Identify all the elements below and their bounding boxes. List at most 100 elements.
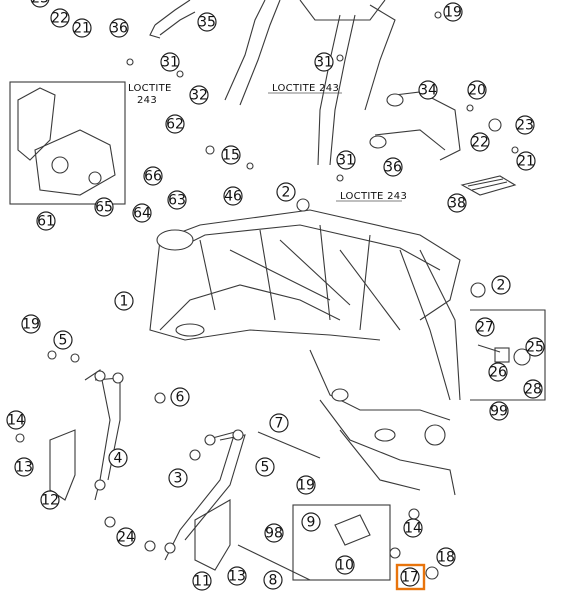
callout-circle <box>227 566 247 586</box>
callout-circle <box>53 330 73 350</box>
callout-21: 21 <box>516 151 536 171</box>
callout-number: 25 <box>526 340 544 356</box>
callout-31: 31 <box>160 52 180 72</box>
callout-3: 3 <box>168 468 188 488</box>
callout-circle <box>109 18 129 38</box>
callout-number: 38 <box>448 196 466 212</box>
callout-15: 15 <box>221 145 241 165</box>
callout-46: 46 <box>223 186 243 206</box>
callout-62: 62 <box>165 114 185 134</box>
callout-circle <box>36 211 56 231</box>
callout-number: 1 <box>120 294 129 310</box>
callout-number: 63 <box>168 193 186 209</box>
callout-36: 36 <box>109 18 129 38</box>
callout-14: 14 <box>403 518 423 538</box>
callout-number: 65 <box>95 200 113 216</box>
callout-circle <box>525 337 545 357</box>
callout-32: 32 <box>189 85 209 105</box>
callout-circle <box>114 291 134 311</box>
callout-27: 27 <box>475 317 495 337</box>
callout-11: 11 <box>192 571 212 591</box>
callout-63: 63 <box>167 190 187 210</box>
callout-number: 21 <box>73 21 91 37</box>
left-footrest-bracket <box>49 369 124 501</box>
callout-number: 11 <box>193 574 211 590</box>
callout-14: 14 <box>6 410 26 430</box>
callout-23: 23 <box>30 0 50 8</box>
callout-24: 24 <box>116 527 136 547</box>
callout-number: 61 <box>37 214 55 230</box>
callout-circle <box>467 80 487 100</box>
callout-circle <box>383 157 403 177</box>
callout-number: 19 <box>444 5 462 21</box>
callout-circle <box>40 490 60 510</box>
callout-circle <box>491 275 511 295</box>
callout-19: 19 <box>296 475 316 495</box>
callout-circle <box>263 570 283 590</box>
callout-number: 19 <box>297 478 315 494</box>
callout-6: 6 <box>170 387 190 407</box>
callout-number: 64 <box>133 206 151 222</box>
right-footrest-bracket <box>164 429 246 571</box>
footpeg-38 <box>460 175 517 196</box>
callout-number: 21 <box>517 154 535 170</box>
callout-circle <box>168 468 188 488</box>
engine-mount-box <box>470 309 546 401</box>
callout-number: 26 <box>489 365 507 381</box>
callout-circle <box>276 182 296 202</box>
callout-number: 31 <box>337 153 355 169</box>
callout-number: 31 <box>161 55 179 71</box>
callout-number: 36 <box>384 160 402 176</box>
callout-circle <box>189 85 209 105</box>
callout-98: 98 <box>264 523 284 543</box>
callout-number: 8 <box>269 573 278 589</box>
callout-99: 99 <box>489 401 509 421</box>
callout-circle <box>264 523 284 543</box>
callout-number: 22 <box>471 135 489 151</box>
callout-5: 5 <box>255 457 275 477</box>
callout-circle <box>447 193 467 213</box>
callout-circle <box>314 52 334 72</box>
callout-circle <box>132 203 152 223</box>
callout-circle <box>523 379 543 399</box>
callout-number: 18 <box>437 550 455 566</box>
rear-subframe <box>224 0 396 166</box>
callout-circle <box>72 18 92 38</box>
callout-1: 1 <box>114 291 134 311</box>
callout-22: 22 <box>470 132 490 152</box>
callout-number: 99 <box>490 404 508 420</box>
callout-circle <box>167 190 187 210</box>
callout-22: 22 <box>50 8 70 28</box>
callout-number: 12 <box>41 493 59 509</box>
callout-circle <box>165 114 185 134</box>
callout-13: 13 <box>14 457 34 477</box>
callout-circle <box>301 512 321 532</box>
callout-number: 13 <box>15 460 33 476</box>
callout-number: 2 <box>282 185 291 201</box>
callout-9: 9 <box>301 512 321 532</box>
sidestand-switch-box <box>292 504 391 581</box>
callout-circle <box>255 457 275 477</box>
callout-number: 20 <box>468 83 486 99</box>
footrest-bracket-34 <box>369 91 461 161</box>
callout-circle <box>488 362 508 382</box>
callout-number: 17 <box>401 570 419 586</box>
hardware-parts <box>15 11 519 580</box>
callout-circle <box>336 150 356 170</box>
callout-number: 27 <box>476 320 494 336</box>
callout-number: 13 <box>228 569 246 585</box>
callout-4: 4 <box>108 448 128 468</box>
callout-number: 7 <box>275 416 284 432</box>
callout-28: 28 <box>523 379 543 399</box>
callout-number: 10 <box>336 558 354 574</box>
callout-circle <box>197 12 217 32</box>
callout-circle <box>269 413 289 433</box>
callout-21: 21 <box>72 18 92 38</box>
callout-circle <box>470 132 490 152</box>
callout-circle <box>443 2 463 22</box>
callout-number: 28 <box>524 382 542 398</box>
callout-circle <box>221 145 241 165</box>
callout-circle <box>335 555 355 575</box>
callout-circle <box>21 314 41 334</box>
callout-31: 31 <box>336 150 356 170</box>
